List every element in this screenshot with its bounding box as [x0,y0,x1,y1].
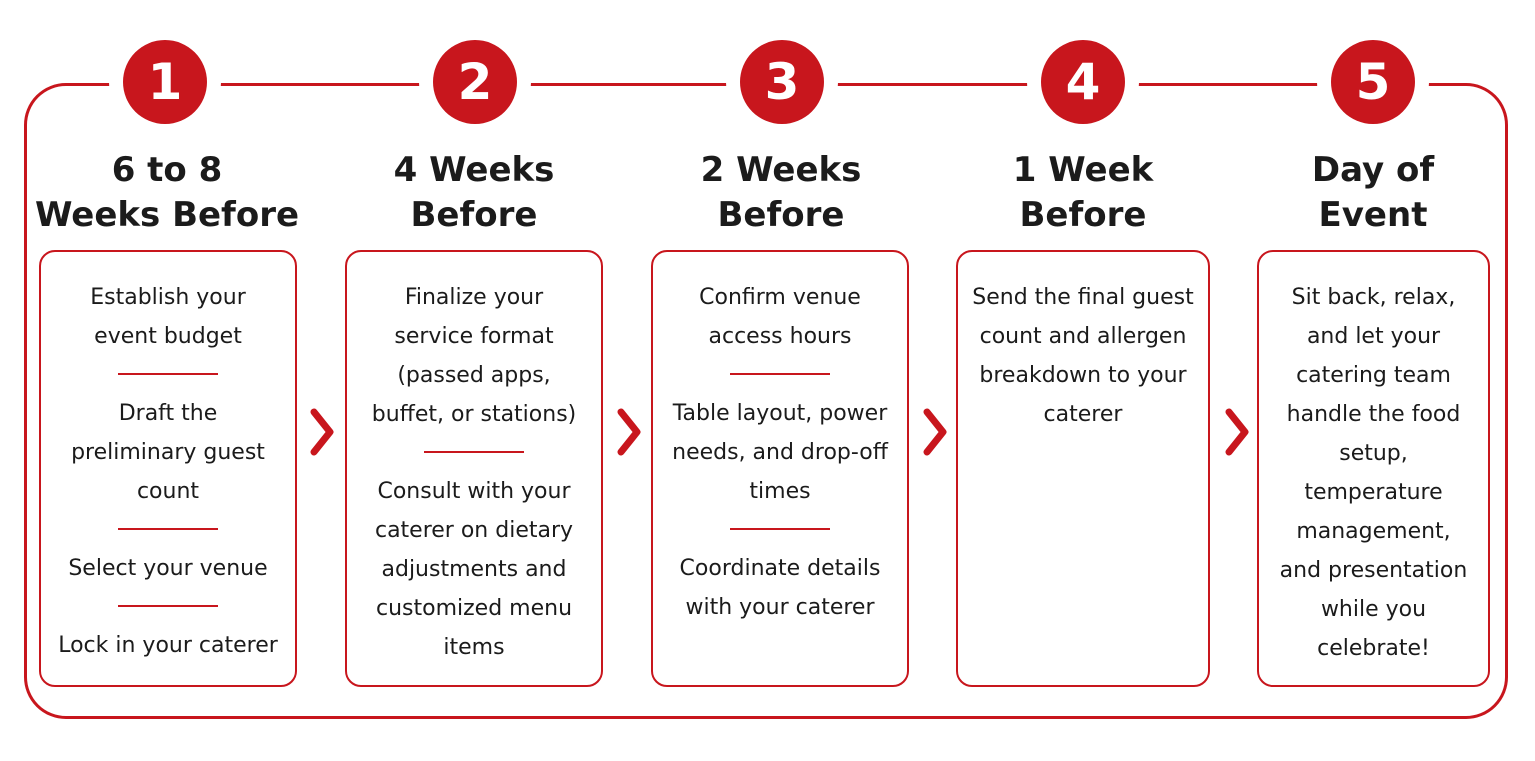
stage-heading-line: 2 Weeks [700,150,862,190]
stage-heading: 6 to 8 Weeks Before [27,148,307,238]
task-divider [730,373,830,375]
chevron-right-icon [310,408,334,456]
stage-heading: 1 Week Before [943,148,1223,238]
task-item: Select your venue [68,556,268,581]
task-divider [424,451,524,453]
task-divider [118,605,218,607]
task-item: Sit back, relax, and let your catering t… [1279,285,1468,661]
task-card: Establish your event budget Draft the pr… [39,250,297,687]
step-number-badge: 1 [123,40,207,124]
task-item: Confirm venue access hours [699,285,861,349]
stage-heading-line: Before [717,195,845,235]
task-divider [118,528,218,530]
task-item: Finalize your service format (passed app… [371,285,577,427]
stage-heading-line: Weeks Before [34,195,300,235]
stage-heading: 4 Weeks Before [334,148,614,238]
task-card: Finalize your service format (passed app… [345,250,603,687]
stage-heading: 2 Weeks Before [641,148,921,238]
stage-heading-line: Before [1019,195,1147,235]
task-item: Consult with your caterer on dietary adj… [374,479,574,660]
stage-heading-line: Day of [1311,150,1435,190]
task-item: Send the final guest count and allergen … [972,285,1194,427]
task-card: Sit back, relax, and let your catering t… [1257,250,1490,687]
task-divider [118,373,218,375]
stage-heading-line: 6 to 8 [111,150,223,190]
stage-heading: Day of Event [1233,148,1513,238]
step-number-badge: 3 [740,40,824,124]
task-item: Establish your event budget [90,285,246,349]
task-item: Lock in your caterer [58,633,278,658]
stage-heading-line: 4 Weeks [393,150,555,190]
stage-heading-line: Event [1318,195,1428,235]
task-card: Send the final guest count and allergen … [956,250,1210,687]
stage-heading-line: 1 Week [1012,150,1154,190]
chevron-right-icon [923,408,947,456]
task-item: Table layout, power needs, and drop-off … [672,401,888,504]
task-item: Coordinate details with your caterer [679,556,881,620]
step-number-badge: 5 [1331,40,1415,124]
task-divider [730,528,830,530]
step-number-badge: 2 [433,40,517,124]
stage-heading-line: Before [410,195,538,235]
task-card: Confirm venue access hours Table layout,… [651,250,909,687]
chevron-right-icon [617,408,641,456]
step-number-badge: 4 [1041,40,1125,124]
chevron-right-icon [1225,408,1249,456]
task-item: Draft the preliminary guest count [71,401,265,504]
